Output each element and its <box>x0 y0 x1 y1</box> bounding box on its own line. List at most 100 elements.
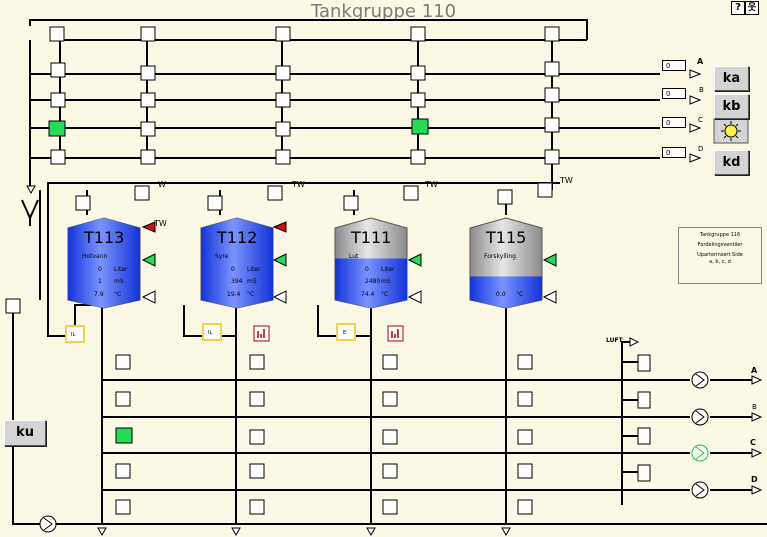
kb-button[interactable]: kb <box>714 94 749 119</box>
valve[interactable] <box>140 26 156 42</box>
valve[interactable] <box>207 195 223 211</box>
level-switch-icon[interactable] <box>336 323 356 341</box>
valve[interactable] <box>497 189 513 205</box>
info-panel[interactable]: Tankgruppe 116 Fordelingsventiler Uparte… <box>678 227 762 284</box>
valve[interactable] <box>544 61 560 77</box>
valve[interactable] <box>517 429 533 445</box>
air-valve[interactable] <box>637 354 651 372</box>
tank-t113[interactable] <box>67 217 141 309</box>
trend-icon[interactable] <box>387 325 404 342</box>
valve[interactable] <box>410 26 426 42</box>
pump-icon[interactable] <box>691 481 709 499</box>
level-indicator <box>407 253 422 267</box>
valve[interactable] <box>275 26 291 42</box>
valve[interactable] <box>249 354 265 370</box>
valve[interactable] <box>517 391 533 407</box>
valve[interactable] <box>50 149 66 165</box>
valve[interactable] <box>382 429 398 445</box>
valve[interactable] <box>249 429 265 445</box>
tank-t115[interactable] <box>469 217 543 309</box>
valve[interactable] <box>140 121 156 137</box>
valve[interactable] <box>115 354 131 370</box>
pump-icon[interactable] <box>691 371 709 389</box>
pump-icon[interactable] <box>691 444 709 462</box>
valve[interactable] <box>249 391 265 407</box>
valve[interactable] <box>140 92 156 108</box>
tank-name: T115 <box>486 228 527 247</box>
valve[interactable] <box>544 149 560 165</box>
valve[interactable] <box>249 463 265 479</box>
valve[interactable] <box>517 463 533 479</box>
valve[interactable] <box>275 92 291 108</box>
valve[interactable] <box>537 182 553 198</box>
valve[interactable] <box>115 391 131 407</box>
trend-icon[interactable] <box>253 325 270 342</box>
setpoint-input-d[interactable]: 0 <box>662 147 686 158</box>
valve[interactable] <box>382 463 398 479</box>
setpoint-input-c[interactable]: 0 <box>662 117 686 128</box>
tank-t112[interactable] <box>200 217 274 309</box>
tank-name: T112 <box>217 228 258 247</box>
user-icon[interactable]: 웃 <box>745 1 759 15</box>
valve[interactable] <box>382 391 398 407</box>
active-valve[interactable] <box>411 118 429 135</box>
valve[interactable] <box>544 117 560 133</box>
valve-group <box>5 26 651 515</box>
air-valve[interactable] <box>637 464 651 482</box>
level-indicator <box>542 253 557 267</box>
tank-conductivity: 1 <box>98 278 102 285</box>
valve[interactable] <box>410 65 426 81</box>
tw-label: TW <box>292 180 305 189</box>
level-switch-icon[interactable] <box>202 323 222 341</box>
low-level-indicator <box>141 290 156 304</box>
valve[interactable] <box>49 26 65 42</box>
valve[interactable] <box>267 185 283 201</box>
valve[interactable] <box>382 354 398 370</box>
valve[interactable] <box>343 195 359 211</box>
valve[interactable] <box>75 195 91 211</box>
valve[interactable] <box>410 149 426 165</box>
valve[interactable] <box>517 354 533 370</box>
air-valve[interactable] <box>637 427 651 445</box>
valve[interactable] <box>140 65 156 81</box>
valve[interactable] <box>544 26 560 42</box>
valve[interactable] <box>115 499 131 515</box>
low-level-indicator <box>272 290 287 304</box>
valve[interactable] <box>275 149 291 165</box>
tank-t111[interactable] <box>334 217 408 309</box>
low-level-indicator <box>542 290 557 304</box>
valve[interactable] <box>275 121 291 137</box>
valve[interactable] <box>115 463 131 479</box>
active-valve[interactable] <box>48 120 66 137</box>
valve[interactable] <box>275 65 291 81</box>
info-line: Tankgruppe 116 <box>699 232 741 238</box>
tank-temperature: 74.4 <box>361 291 375 298</box>
tw-label: TW <box>425 180 438 189</box>
help-icon[interactable]: ? <box>731 1 745 15</box>
info-line: Fordelingsventiler <box>697 242 743 248</box>
valve[interactable] <box>403 185 419 201</box>
valve[interactable] <box>410 92 426 108</box>
pump-icon[interactable] <box>691 408 709 426</box>
valve[interactable] <box>517 499 533 515</box>
level-switch-label: IL <box>208 330 213 336</box>
valve[interactable] <box>140 149 156 165</box>
valve[interactable] <box>544 87 560 103</box>
ku-button[interactable]: ku <box>4 420 46 446</box>
valve[interactable] <box>50 62 66 78</box>
valve[interactable] <box>382 499 398 515</box>
ka-button[interactable]: ka <box>714 66 749 91</box>
valve[interactable] <box>50 92 66 108</box>
pump-icon[interactable] <box>39 515 57 533</box>
valve[interactable] <box>134 185 150 201</box>
setpoint-input-a[interactable]: 0 <box>662 60 686 71</box>
setpoint-input-b[interactable]: 0 <box>662 88 686 99</box>
active-valve[interactable] <box>115 427 133 444</box>
valve[interactable] <box>5 298 21 314</box>
tank-temperature-unit: °C <box>381 291 389 298</box>
level-switch-icon[interactable] <box>65 325 85 343</box>
air-valve[interactable] <box>637 391 651 409</box>
kd-button[interactable]: kd <box>714 150 749 175</box>
pump-group <box>39 371 709 533</box>
valve[interactable] <box>249 499 265 515</box>
